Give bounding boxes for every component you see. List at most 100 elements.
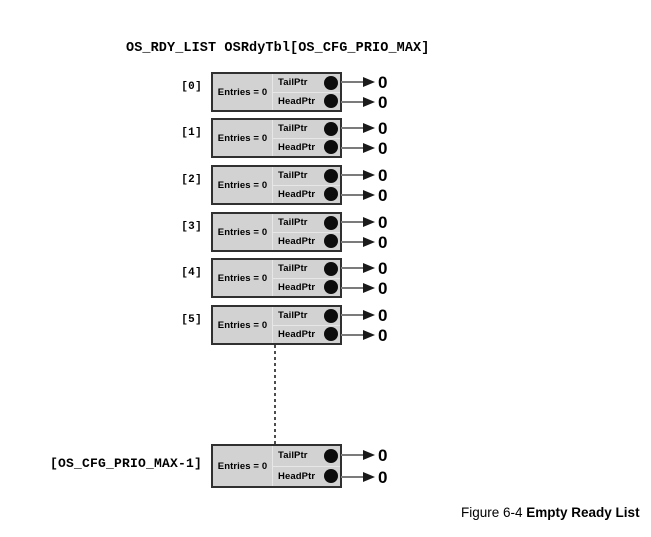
entries-cell: Entries = 0 xyxy=(213,167,273,203)
pointer-dot-icon xyxy=(324,187,338,202)
pointer-cells: TailPtr HeadPtr xyxy=(273,214,340,250)
pointer-dot-icon xyxy=(324,168,338,183)
arrow-head-icon xyxy=(363,283,375,293)
entries-cell: Entries = 0 xyxy=(213,260,273,296)
tailptr-label: TailPtr xyxy=(278,450,308,462)
tailptr-label: TailPtr xyxy=(278,310,308,322)
tail-pointer-arrow: 0 xyxy=(341,444,387,466)
ready-list-node: Entries = 0 TailPtr HeadPtr xyxy=(211,72,342,112)
arrow-head-icon xyxy=(363,310,375,320)
index-label: [2] xyxy=(181,174,202,186)
ready-list-node: Entries = 0 TailPtr HeadPtr xyxy=(211,258,342,298)
pointer-cells: TailPtr HeadPtr xyxy=(273,120,340,156)
head-pointer-value: 0 xyxy=(378,138,388,158)
entries-cell: Entries = 0 xyxy=(213,307,273,343)
tail-pointer-value: 0 xyxy=(378,258,388,278)
tail-pointer-arrow: 0 xyxy=(341,71,387,93)
arrow-head-icon xyxy=(363,330,375,340)
headptr-label: HeadPtr xyxy=(278,470,316,482)
figure-caption-number: Figure 6-4 xyxy=(461,505,527,520)
pointer-dot-icon xyxy=(324,94,338,109)
head-pointer-arrow: 0 xyxy=(341,466,387,488)
pointer-cells: TailPtr HeadPtr xyxy=(273,74,340,110)
tail-pointer-arrow: 0 xyxy=(341,304,387,326)
head-pointer-arrow: 0 xyxy=(341,324,387,346)
arrow-line-icon xyxy=(341,314,363,316)
headptr-label: HeadPtr xyxy=(278,281,316,293)
arrow-head-icon xyxy=(363,190,375,200)
ready-list-node: Entries = 0 TailPtr HeadPtr xyxy=(211,305,342,345)
pointer-dot-icon xyxy=(324,327,338,342)
tail-pointer-value: 0 xyxy=(378,445,388,465)
headptr-cell: HeadPtr xyxy=(273,139,340,157)
head-pointer-arrow: 0 xyxy=(341,231,387,253)
head-pointer-value: 0 xyxy=(378,325,388,345)
tail-pointer-value: 0 xyxy=(378,118,388,138)
pointer-cells: TailPtr HeadPtr xyxy=(273,446,340,486)
tailptr-cell: TailPtr xyxy=(273,260,340,279)
pointer-dot-icon xyxy=(324,140,338,155)
pointer-dot-icon xyxy=(324,234,338,249)
entries-cell: Entries = 0 xyxy=(213,74,273,110)
headptr-cell: HeadPtr xyxy=(273,186,340,204)
arrow-head-icon xyxy=(363,143,375,153)
pointer-dot-icon xyxy=(324,469,338,484)
headptr-label: HeadPtr xyxy=(278,328,316,340)
arrow-line-icon xyxy=(341,81,363,83)
head-pointer-arrow: 0 xyxy=(341,184,387,206)
headptr-label: HeadPtr xyxy=(278,141,316,153)
tail-pointer-value: 0 xyxy=(378,72,388,92)
ready-list-node: Entries = 0 TailPtr HeadPtr xyxy=(211,165,342,205)
index-label: [1] xyxy=(181,127,202,139)
arrow-head-icon xyxy=(363,450,375,460)
tail-pointer-value: 0 xyxy=(378,165,388,185)
index-label: [5] xyxy=(181,314,202,326)
priority-row-max: [OS_CFG_PRIO_MAX-1] Entries = 0 TailPtr … xyxy=(0,444,651,488)
tail-pointer-arrow: 0 xyxy=(341,164,387,186)
entries-cell: Entries = 0 xyxy=(213,446,273,486)
tailptr-cell: TailPtr xyxy=(273,446,340,467)
figure-caption-title: Empty Ready List xyxy=(526,505,640,520)
index-label: [OS_CFG_PRIO_MAX-1] xyxy=(49,456,202,471)
tailptr-label: TailPtr xyxy=(278,77,308,89)
arrow-head-icon xyxy=(363,97,375,107)
head-pointer-value: 0 xyxy=(378,278,388,298)
arrow-head-icon xyxy=(363,123,375,133)
priority-row-2: [2] Entries = 0 TailPtr HeadPtr 0 0 xyxy=(0,165,651,205)
head-pointer-arrow: 0 xyxy=(341,91,387,113)
priority-row-3: [3] Entries = 0 TailPtr HeadPtr 0 0 xyxy=(0,212,651,252)
headptr-label: HeadPtr xyxy=(278,235,316,247)
tailptr-label: TailPtr xyxy=(278,263,308,275)
entries-cell: Entries = 0 xyxy=(213,214,273,250)
pointer-dot-icon xyxy=(324,215,338,230)
arrow-line-icon xyxy=(341,221,363,223)
arrow-head-icon xyxy=(363,263,375,273)
entries-cell: Entries = 0 xyxy=(213,120,273,156)
pointer-dot-icon xyxy=(324,121,338,136)
pointer-dot-icon xyxy=(324,448,338,463)
headptr-cell: HeadPtr xyxy=(273,326,340,344)
tail-pointer-arrow: 0 xyxy=(341,117,387,139)
headptr-cell: HeadPtr xyxy=(273,279,340,297)
head-pointer-value: 0 xyxy=(378,232,388,252)
arrow-head-icon xyxy=(363,170,375,180)
pointer-dot-icon xyxy=(324,261,338,276)
figure-caption: Figure 6-4 Empty Ready List xyxy=(461,505,640,520)
arrow-line-icon xyxy=(341,174,363,176)
arrow-head-icon xyxy=(363,77,375,87)
head-pointer-arrow: 0 xyxy=(341,277,387,299)
pointer-cells: TailPtr HeadPtr xyxy=(273,260,340,296)
head-pointer-value: 0 xyxy=(378,92,388,112)
ready-list-node: Entries = 0 TailPtr HeadPtr xyxy=(211,212,342,252)
head-pointer-value: 0 xyxy=(378,185,388,205)
pointer-cells: TailPtr HeadPtr xyxy=(273,167,340,203)
pointer-dot-icon xyxy=(324,75,338,90)
head-pointer-arrow: 0 xyxy=(341,137,387,159)
tailptr-cell: TailPtr xyxy=(273,307,340,326)
tailptr-cell: TailPtr xyxy=(273,120,340,139)
arrow-line-icon xyxy=(341,147,363,149)
arrow-line-icon xyxy=(341,101,363,103)
tailptr-label: TailPtr xyxy=(278,217,308,229)
headptr-label: HeadPtr xyxy=(278,95,316,107)
figure-title: OS_RDY_LIST OSRdyTbl[OS_CFG_PRIO_MAX] xyxy=(126,41,430,56)
